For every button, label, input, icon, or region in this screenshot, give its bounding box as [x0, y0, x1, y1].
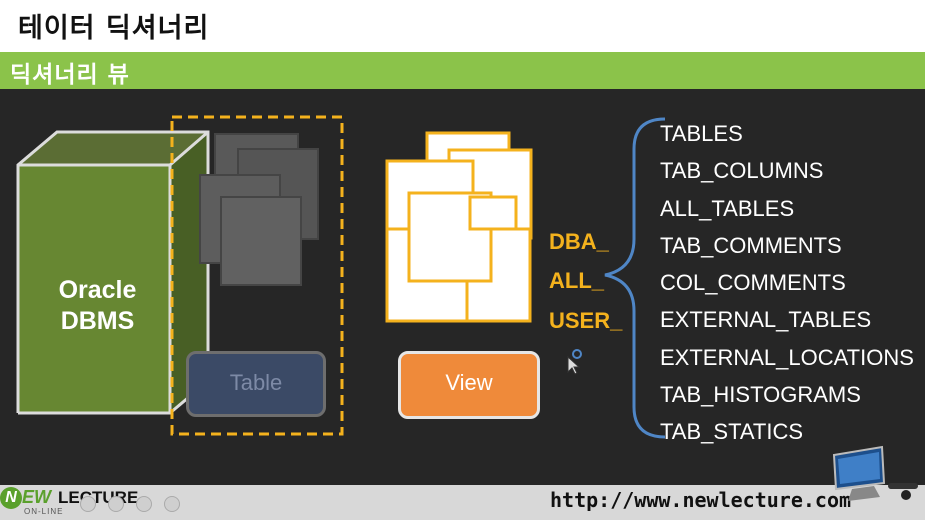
- dictionary-view-list: TABLES TAB_COLUMNS ALL_TABLES TAB_COMMEN…: [660, 115, 914, 451]
- dbms-label-line1: Oracle: [30, 275, 165, 306]
- footer-bar: N EW LECTURE ON-LINE http://www.newlectu…: [0, 485, 925, 520]
- page-title: 테이터 딕셔너리: [18, 6, 209, 45]
- view-stack-icon: [387, 133, 531, 321]
- diagram-area: Oracle DBMS Table View DBA_ ALL_ USER_ T…: [0, 89, 925, 485]
- view-button[interactable]: View: [398, 351, 540, 419]
- logo-online: ON-LINE: [24, 507, 63, 516]
- prefix-user: USER_: [549, 308, 622, 334]
- prefix-dba: DBA_: [549, 229, 609, 255]
- playback-prev-icon[interactable]: [80, 496, 96, 512]
- table-box: Table: [186, 351, 326, 417]
- section-header-bar: 딕셔너리 뷰: [0, 52, 925, 89]
- title-bar: 테이터 딕셔너리: [0, 0, 925, 52]
- list-item: TAB_COMMENTS: [660, 227, 914, 264]
- list-item: EXTERNAL_LOCATIONS: [660, 339, 914, 376]
- curly-brace-icon: [605, 119, 665, 437]
- prefix-all: ALL_: [549, 268, 604, 294]
- logo-n-icon: N: [0, 487, 22, 509]
- playback-play-icon[interactable]: [108, 496, 124, 512]
- mouse-cursor-icon: [568, 350, 581, 374]
- dbms-cube-icon: [18, 132, 208, 413]
- list-item: ALL_TABLES: [660, 190, 914, 227]
- logo-ew: EW: [22, 487, 51, 508]
- dbms-label: Oracle DBMS: [30, 275, 165, 337]
- list-item: COL_COMMENTS: [660, 264, 914, 301]
- table-label: Table: [189, 370, 323, 396]
- playback-next-icon[interactable]: [136, 496, 152, 512]
- logo-lecture: LECTURE: [58, 488, 138, 508]
- footer-url: http://www.newlecture.com: [550, 488, 851, 512]
- list-item: EXTERNAL_TABLES: [660, 301, 914, 338]
- dbms-label-line2: DBMS: [30, 306, 165, 337]
- section-title: 딕셔너리 뷰: [10, 55, 130, 89]
- list-item: TAB_COLUMNS: [660, 152, 914, 189]
- list-item: TABLES: [660, 115, 914, 152]
- list-item: TAB_HISTOGRAMS: [660, 376, 914, 413]
- playback-menu-icon[interactable]: [164, 496, 180, 512]
- view-button-label: View: [401, 370, 537, 396]
- computer-monitor-icon: [822, 445, 922, 505]
- table-stack-icon: [200, 134, 318, 285]
